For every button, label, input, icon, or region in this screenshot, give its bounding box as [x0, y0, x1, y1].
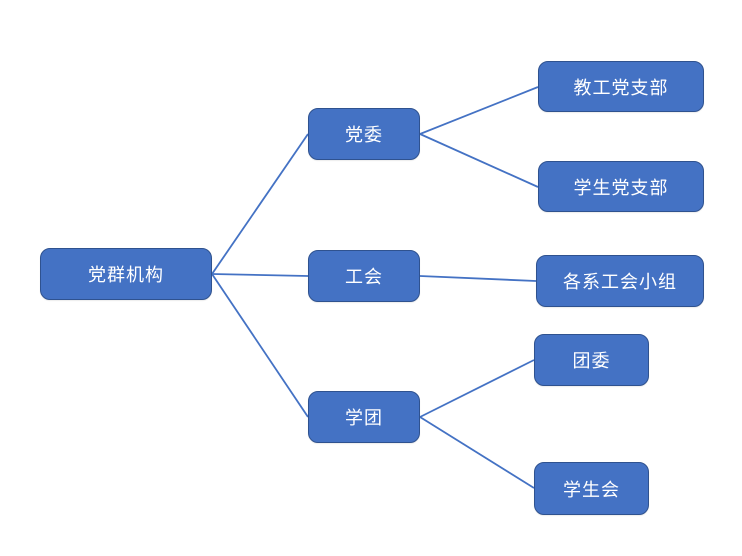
connector-labor-union-to-dept-groups — [419, 275, 537, 282]
node-party-committee-label: 党委 — [345, 125, 383, 145]
node-labor-union[interactable]: 工会 — [308, 250, 420, 302]
node-student-party-branch-label: 学生党支部 — [573, 177, 669, 198]
connector-student-league-to-youth-committee — [419, 359, 535, 418]
node-student-union[interactable]: 学生会 — [534, 462, 649, 515]
node-student-union-label: 学生会 — [563, 479, 620, 500]
node-youth-league-committee[interactable]: 团委 — [534, 334, 649, 386]
node-dept-union-groups[interactable]: 各系工会小组 — [536, 255, 704, 307]
node-faculty-party-branch[interactable]: 教工党支部 — [538, 61, 704, 112]
node-labor-union-label: 工会 — [345, 267, 383, 287]
connector-party-committee-to-student-branch — [419, 133, 539, 188]
connector-root-to-party-committee — [211, 133, 309, 275]
node-student-league[interactable]: 学团 — [308, 391, 420, 443]
node-party-mass-org-label: 党群机构 — [88, 265, 164, 285]
connector-root-to-labor-union — [211, 273, 309, 277]
node-student-league-label: 学团 — [345, 408, 383, 428]
node-student-party-branch[interactable]: 学生党支部 — [538, 161, 704, 212]
node-dept-union-groups-label: 各系工会小组 — [563, 272, 677, 292]
connector-student-league-to-student-union — [419, 416, 535, 489]
node-youth-league-committee-label: 团委 — [572, 351, 611, 371]
connector-root-to-student-league — [211, 273, 309, 418]
connector-party-committee-to-faculty-branch — [419, 86, 539, 135]
node-party-mass-org[interactable]: 党群机构 — [40, 248, 212, 300]
node-faculty-party-branch-label: 教工党支部 — [573, 77, 669, 98]
node-party-committee[interactable]: 党委 — [308, 108, 420, 160]
